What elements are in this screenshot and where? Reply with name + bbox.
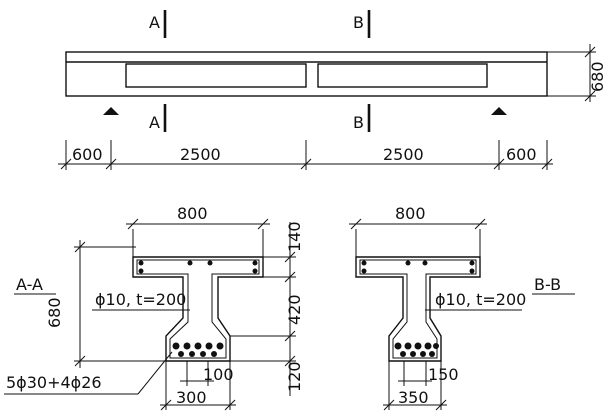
section-bb-stirrup [359, 259, 477, 359]
support-right [491, 107, 507, 115]
section-letter-a: A [149, 13, 160, 32]
beam-outline [65, 51, 548, 97]
section-letter-b: B [353, 13, 364, 32]
section-mark-a-bottom: A [149, 104, 167, 132]
section-bb-flange-width: 800 [395, 204, 426, 223]
section-mark-a-top: A [149, 10, 167, 38]
section-aa-label: A-A [16, 275, 43, 294]
section-aa-rebar-label: 5ϕ30+4ϕ26 [6, 373, 102, 392]
height-label: 680 [588, 61, 605, 92]
section-aa-bottom-rebars [172, 342, 224, 357]
section-aa-stirrup [136, 259, 260, 359]
section-aa-total-height: 680 [45, 297, 64, 328]
section-bb-stirrup-label: ϕ10, t=200 [435, 290, 526, 309]
span-label-1: 600 [72, 145, 103, 164]
section-aa-bottom-width: 300 [176, 388, 207, 407]
section-aa-bulb-height: 120 [285, 361, 304, 392]
section-aa: A-A 800 680 [4, 204, 304, 411]
section-bb-bottom-offset: 150 [428, 365, 459, 384]
span-dimensions: 600 2500 2500 600 [58, 140, 553, 170]
section-aa-stirrup-label: ϕ10, t=200 [95, 290, 186, 309]
section-bb-bottom-rebars [394, 342, 439, 357]
span-label-2: 2500 [180, 145, 221, 164]
section-aa-web-height: 420 [285, 294, 304, 325]
beam-elevation [65, 51, 548, 115]
section-aa-bottom-offset: 100 [203, 365, 234, 384]
span-label-4: 600 [506, 145, 537, 164]
elevation-height-dimension: 680 [547, 44, 605, 102]
section-bb: B-B 800 ϕ10, t=200 150 350 [349, 204, 575, 411]
beam-opening-right [317, 63, 488, 88]
support-left [103, 107, 119, 115]
section-mark-b-top: B [353, 10, 371, 38]
beam-opening-left [125, 63, 307, 88]
section-bb-bottom-width: 350 [398, 388, 429, 407]
section-aa-flange-thickness: 140 [285, 221, 304, 252]
section-letter-b: B [353, 113, 364, 132]
section-bb-label: B-B [534, 275, 561, 294]
span-label-3: 2500 [383, 145, 424, 164]
section-mark-b-bottom: B [353, 104, 371, 132]
section-letter-a: A [149, 113, 160, 132]
section-aa-flange-width: 800 [177, 204, 208, 223]
